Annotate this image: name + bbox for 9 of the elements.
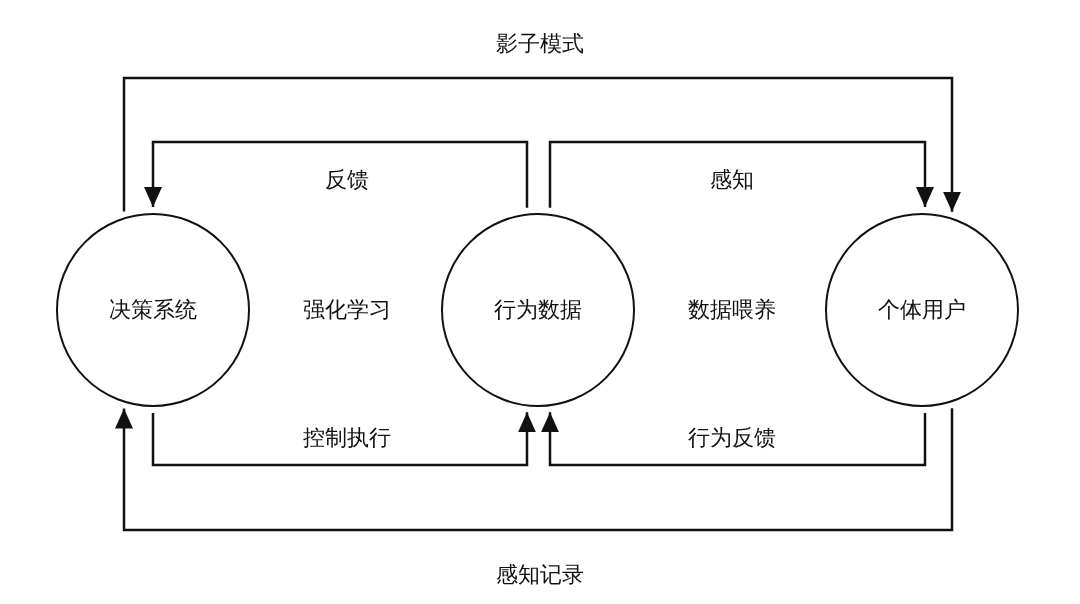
arrow xyxy=(151,412,536,467)
node-label: 行为数据 xyxy=(494,296,582,324)
arrow xyxy=(144,140,529,208)
arrow xyxy=(541,412,927,467)
node-label: 个体用户 xyxy=(878,296,966,324)
node-label: 决策系统 xyxy=(109,296,197,324)
arrow xyxy=(548,140,934,208)
arrow xyxy=(115,408,954,532)
arrow xyxy=(122,76,961,212)
